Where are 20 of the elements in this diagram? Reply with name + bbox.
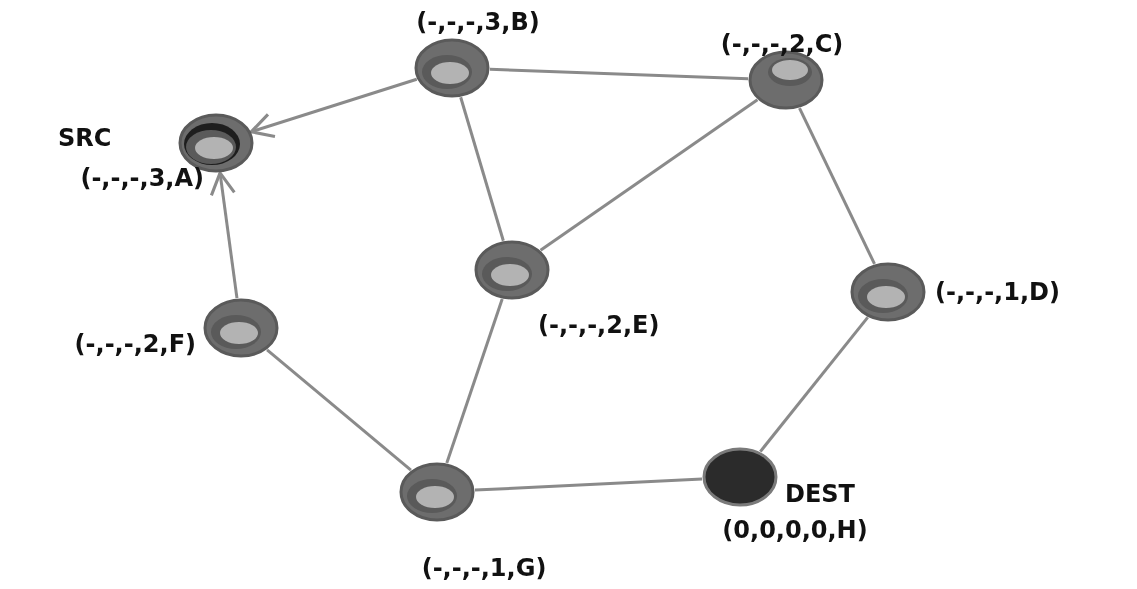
node-label: (0,0,0,0,H) bbox=[722, 518, 868, 542]
node-label: (-,-,-,2,F) bbox=[74, 332, 196, 356]
connector-line bbox=[474, 477, 703, 492]
connector-line bbox=[798, 107, 876, 265]
connector-line bbox=[266, 348, 412, 472]
node-label: (-,-,-,2,C) bbox=[720, 32, 844, 56]
node-label: (-,-,-,3,A) bbox=[80, 166, 204, 190]
connector-line bbox=[759, 316, 869, 453]
arrow bbox=[249, 77, 418, 138]
connector-line bbox=[539, 98, 759, 252]
node-title: SRC bbox=[58, 126, 112, 150]
node-label: (-,-,-,1,G) bbox=[421, 556, 547, 580]
connector-line bbox=[459, 96, 505, 242]
node-label: (-,-,-,2,E) bbox=[538, 313, 660, 337]
node-label: (-,-,-,1,D) bbox=[935, 280, 1060, 304]
node-title: DEST bbox=[785, 482, 855, 506]
arrow bbox=[209, 171, 239, 299]
connector-line bbox=[445, 298, 504, 464]
node-label: (-,-,-,3,B) bbox=[416, 10, 540, 34]
connector-line bbox=[489, 67, 749, 81]
